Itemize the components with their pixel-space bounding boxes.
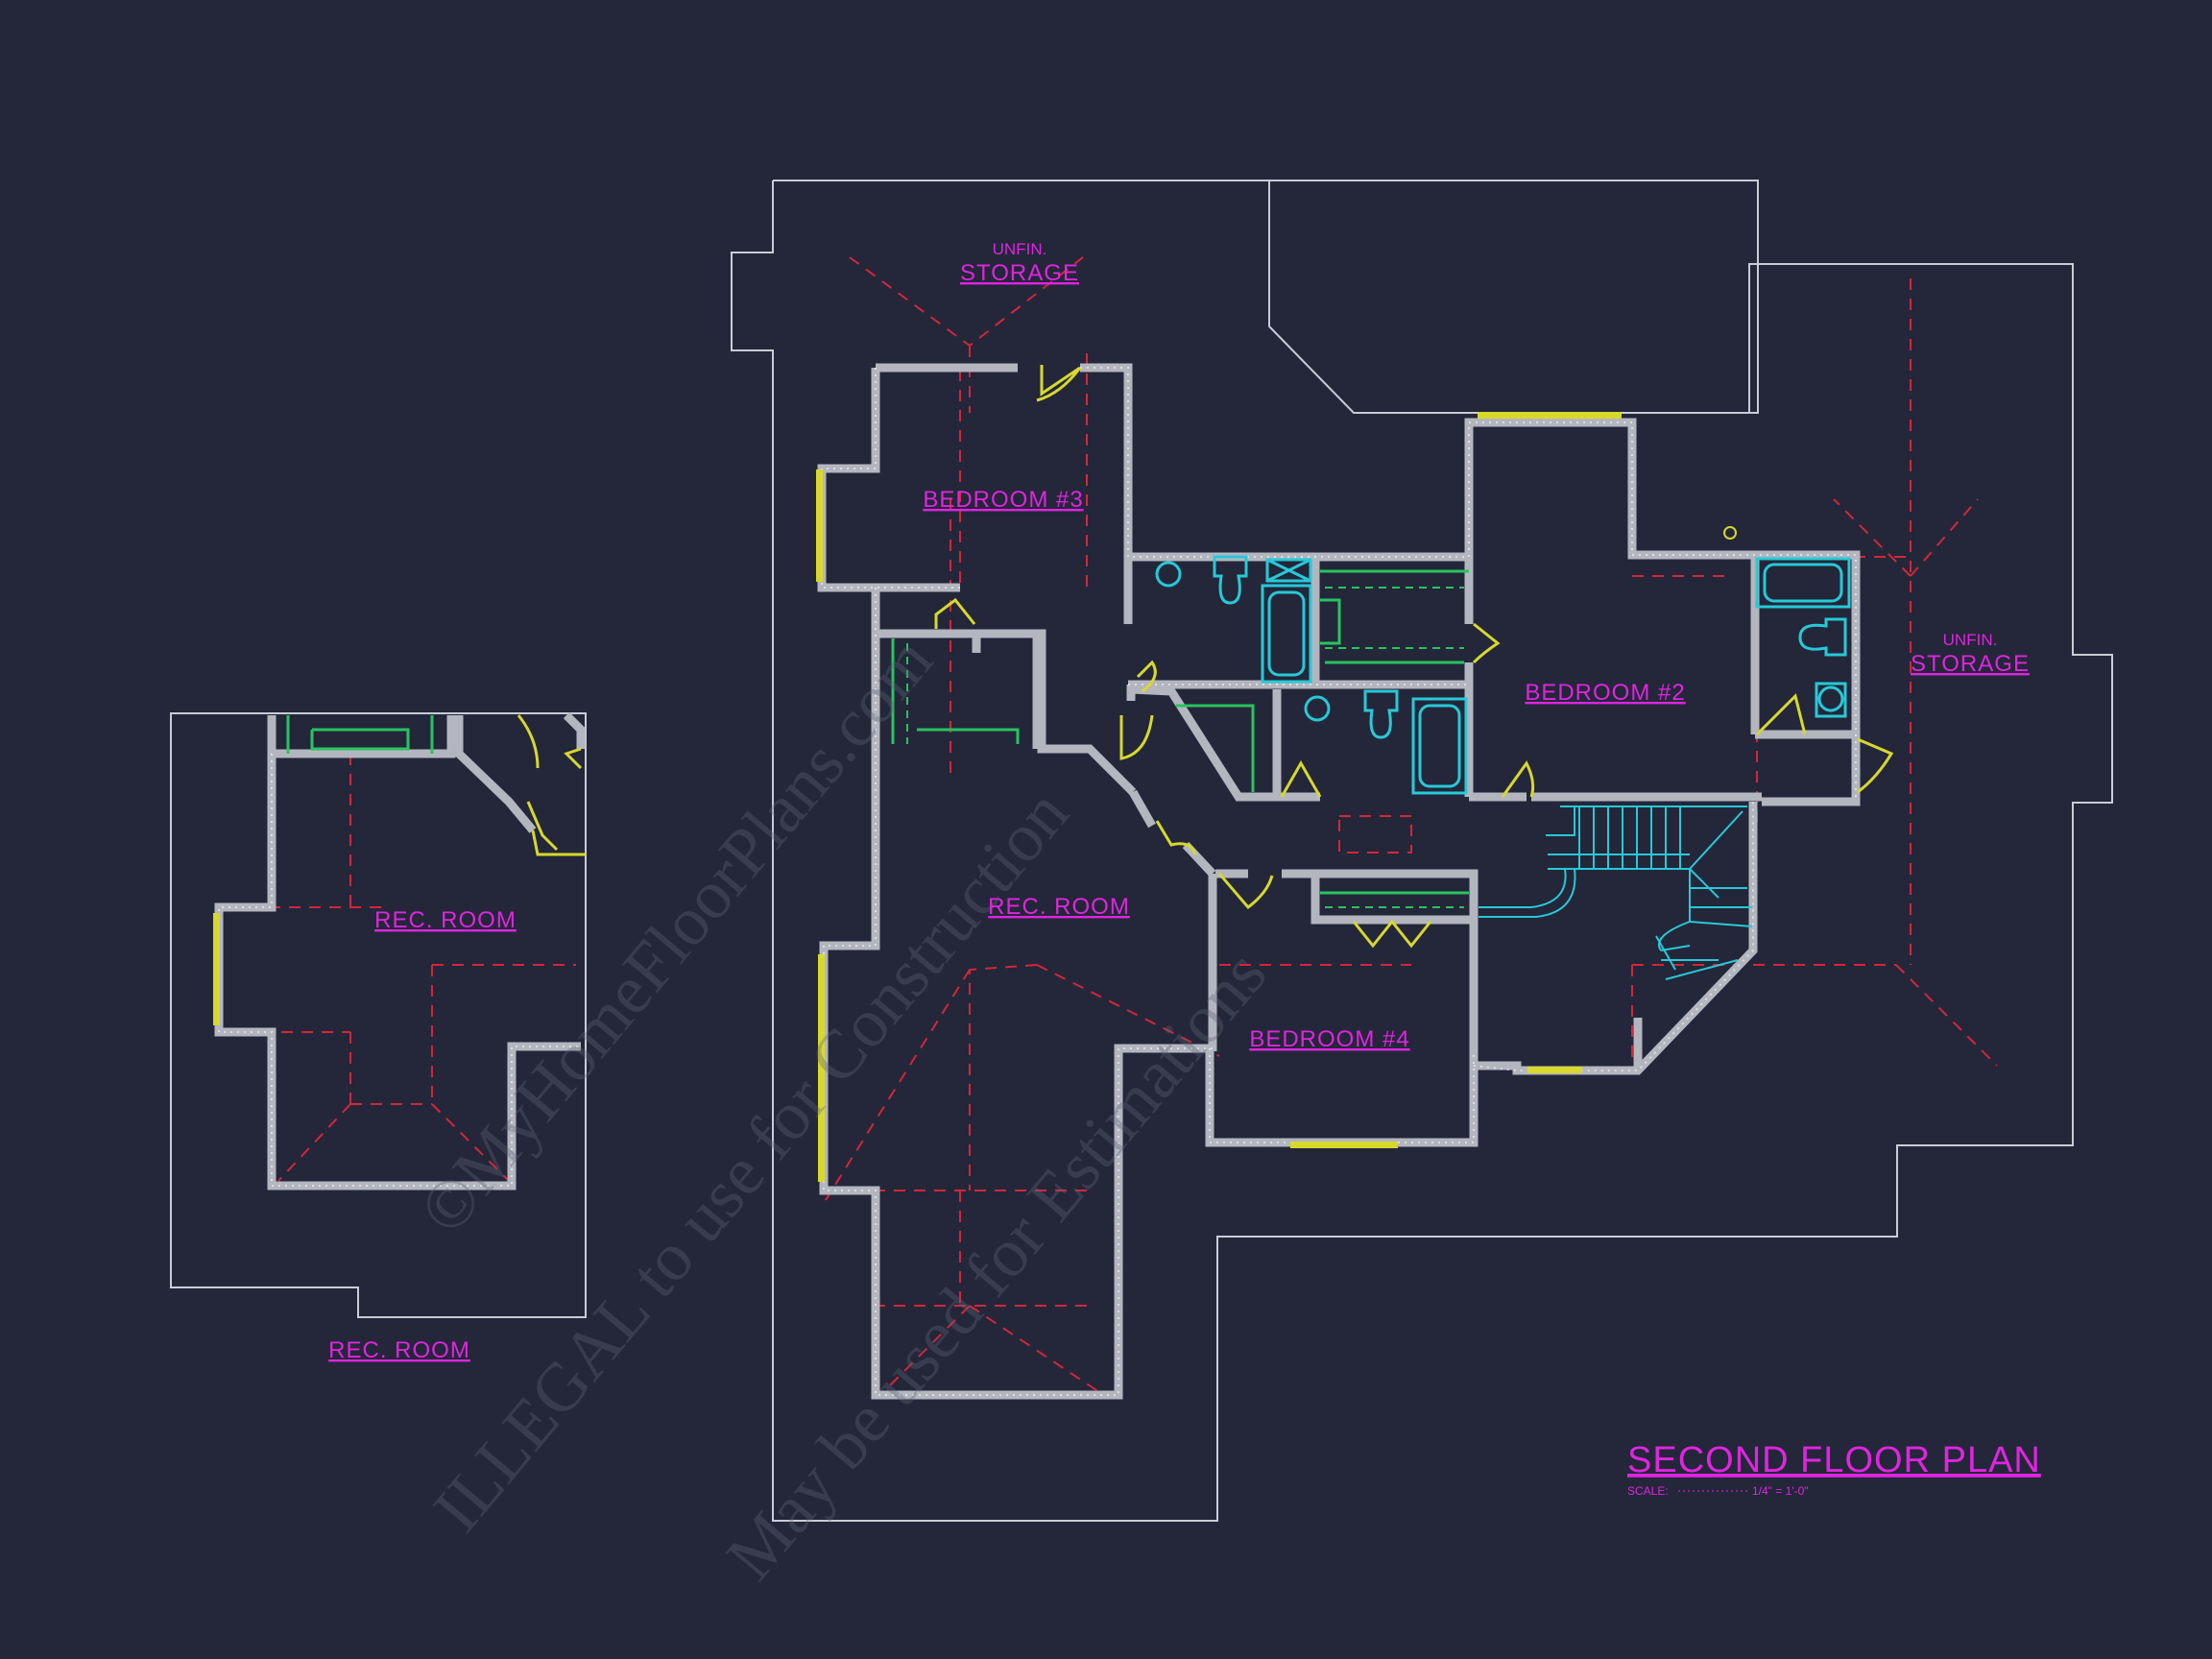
- rec-room-main-label: REC. ROOM: [988, 894, 1130, 920]
- bathtub-icon: [1261, 584, 1312, 684]
- sink-icon: [1817, 685, 1844, 712]
- watermark: ©MyHomeFloorPlans.com ILLEGAL to use for…: [404, 622, 1281, 1595]
- wall-hatching: [218, 367, 1857, 1396]
- scale-value: 1/4" = 1'-0": [1752, 1484, 1809, 1498]
- scale-label: SCALE:: [1627, 1484, 1669, 1498]
- stair: [1479, 805, 1753, 980]
- bath-fixtures: [1155, 526, 1851, 795]
- storage-right-line1: UNFIN.: [1943, 631, 1998, 649]
- bedroom-3-label: BEDROOM #3: [923, 487, 1083, 513]
- rec-room-left-caption: REC. ROOM: [328, 1337, 470, 1363]
- title-block: SECOND FLOOR PLAN SCALE: 1/4" = 1'-0": [1627, 1440, 2041, 1498]
- doors: [517, 365, 1894, 949]
- sink-icon: [1155, 561, 1182, 588]
- sink-icon: [1304, 695, 1331, 722]
- closet-shelving: [286, 569, 1469, 908]
- roof-outline: [170, 180, 2113, 1522]
- watermark-line1: ©MyHomeFloorPlans.com: [404, 622, 948, 1249]
- toilet-icon: [1213, 555, 1248, 605]
- toilet-icon: [1798, 617, 1847, 657]
- bathtub-icon: [1755, 557, 1851, 609]
- plan-title: SECOND FLOOR PLAN: [1627, 1440, 2041, 1480]
- rec-room-left-label: REC. ROOM: [374, 907, 517, 933]
- bedroom-2-label: BEDROOM #2: [1525, 680, 1685, 706]
- bathtub-icon: [1411, 697, 1468, 795]
- watermark-line3: May be used for Estimations: [711, 936, 1281, 1595]
- room-labels: UNFIN. STORAGE UNFIN. STORAGE BEDROOM #3…: [328, 240, 2030, 1363]
- storage-top-line1: UNFIN.: [993, 240, 1047, 258]
- storage-right-line2: STORAGE: [1911, 651, 2030, 677]
- windows: [213, 412, 1622, 1182]
- toilet-icon: [1363, 689, 1399, 739]
- bedroom-4-label: BEDROOM #4: [1249, 1026, 1409, 1052]
- storage-top-line2: STORAGE: [960, 260, 1079, 286]
